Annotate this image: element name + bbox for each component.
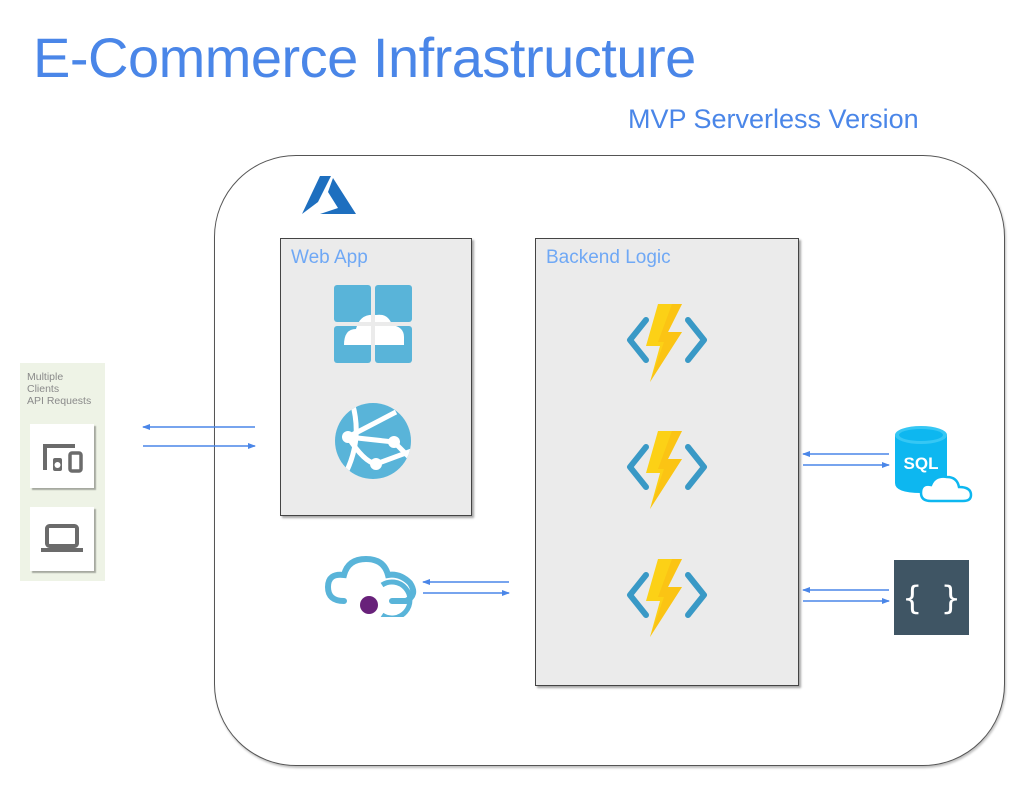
clients-label-line: API Requests — [27, 395, 92, 407]
app-service[interactable] — [334, 285, 414, 365]
diagram-subtitle: MVP Serverless Version — [628, 104, 919, 134]
sql-label: SQL — [904, 454, 939, 473]
azure-function-icon — [627, 431, 707, 509]
sql-database-service[interactable]: SQL — [893, 425, 975, 503]
web-app-group[interactable]: Web App — [280, 238, 472, 516]
azure-function-icon — [627, 559, 707, 637]
clients-label-line: Clients — [27, 383, 60, 395]
web-app-service[interactable] — [334, 402, 412, 480]
azure-function-icon — [627, 304, 707, 382]
sql-database-icon: SQL — [895, 426, 973, 503]
azure-function-2[interactable] — [624, 429, 710, 511]
azure-logo — [298, 172, 360, 218]
azure-function-1[interactable] — [624, 302, 710, 384]
client-laptop-card[interactable] — [30, 507, 94, 571]
backend-group-label: Backend Logic — [546, 247, 671, 268]
azure-logo-icon — [302, 176, 356, 214]
event-grid-icon — [324, 555, 417, 617]
azure-function-3[interactable] — [624, 557, 710, 639]
clients-label-line: Multiple — [27, 371, 64, 383]
client-devices-card[interactable] — [30, 424, 94, 488]
json-document-service[interactable]: { } — [894, 560, 969, 635]
laptop-icon — [41, 524, 83, 552]
devices-icon — [43, 444, 83, 473]
json-document-icon: { } — [902, 578, 961, 617]
event-grid-service[interactable] — [322, 555, 420, 617]
app-service-icon — [334, 285, 412, 363]
clients-label: Multiple Clients API Requests — [27, 371, 91, 407]
web-app-globe-icon — [335, 403, 411, 479]
diagram-title: E-Commerce Infrastructure — [33, 26, 696, 89]
web-app-group-label: Web App — [291, 247, 368, 268]
backend-logic-group[interactable]: Backend Logic — [535, 238, 799, 686]
